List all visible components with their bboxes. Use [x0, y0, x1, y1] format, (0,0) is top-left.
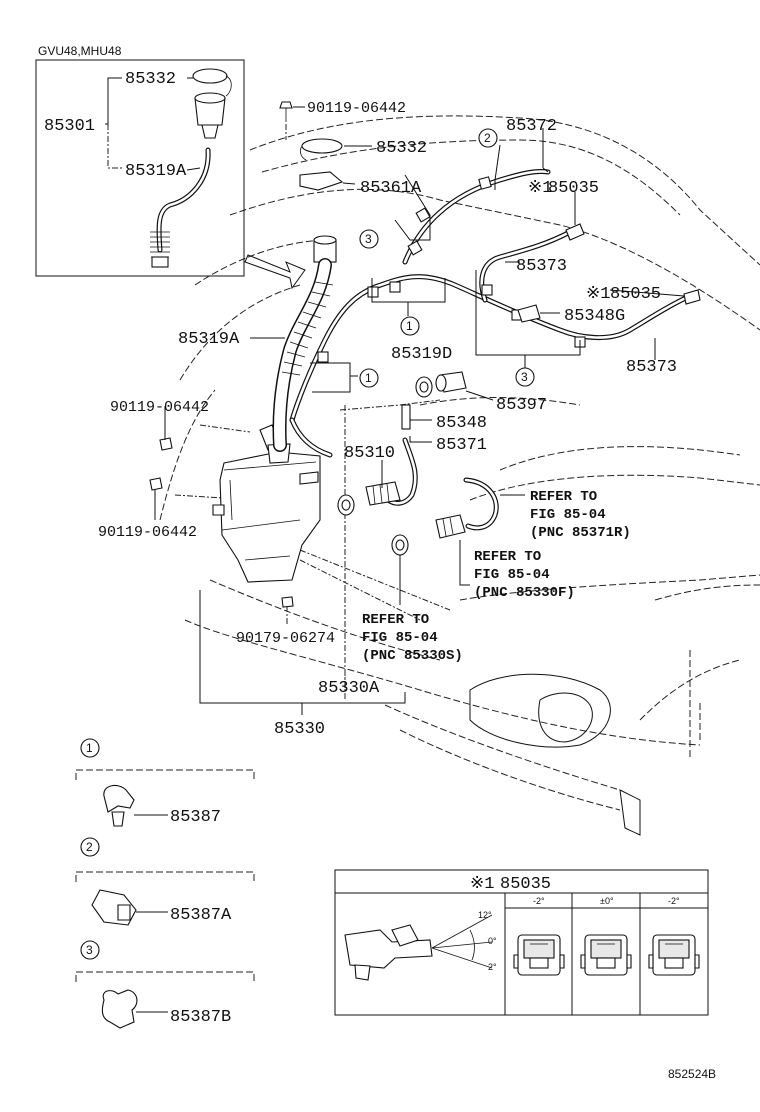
label-85397: 85397	[496, 396, 547, 415]
part-labels: 90119-06442 85332 85361A 85372 ※1 85035 …	[98, 100, 677, 739]
inset-box: GVU48,MHU48 85301 85332 85319A	[35, 44, 245, 277]
label-90119-06442-low: 90119-06442	[98, 524, 197, 541]
leader-lines	[154, 128, 685, 715]
label-85332-inset: 85332	[125, 70, 176, 89]
label-90119-06442-top: 90119-06442	[307, 100, 406, 117]
filler-parts	[279, 101, 372, 191]
svg-text:3: 3	[365, 232, 372, 246]
vehicle-body-outline	[159, 115, 760, 836]
refer-note-3-line2: FIG 85-04	[362, 630, 438, 646]
clip-legend: 1 85387 2 85387A 3 85387B	[75, 738, 255, 1029]
refer-note-1-line1: REFER TO	[530, 489, 597, 505]
clip-label-85387A: 85387A	[170, 906, 232, 925]
label-85319D: 85319D	[391, 345, 452, 364]
label-85319A-inset: 85319A	[125, 162, 187, 181]
cap-85332-inset	[192, 68, 228, 84]
cap-85332	[301, 138, 343, 154]
label-85348: 85348	[436, 414, 487, 433]
bolt-90119-low	[149, 477, 163, 491]
callouts: 2 3 1 1 3	[359, 128, 535, 388]
refer-note-2-line3: (PNC 85330F)	[474, 585, 575, 601]
refer-note-1-line3: (PNC 85371R)	[530, 525, 631, 541]
label-85373-a: 85373	[516, 257, 567, 276]
col-angle-2: ±0°	[600, 896, 614, 906]
angle-2: 2°	[488, 962, 497, 972]
bolt-90119-mid	[159, 437, 173, 451]
refer-note-1-line2: FIG 85-04	[530, 507, 606, 523]
svg-text:2: 2	[484, 131, 491, 145]
ref-mark-a: ※1	[528, 179, 552, 198]
washer-tank	[212, 424, 321, 583]
label-85348G: 85348G	[564, 307, 625, 326]
check-valve-85348	[401, 404, 411, 430]
model-note: GVU48,MHU48	[38, 44, 122, 58]
clip-callout-3: 3	[86, 943, 93, 957]
label-90119-06442-mid: 90119-06442	[110, 399, 209, 416]
label-85372: 85372	[506, 117, 557, 136]
label-85361A: 85361A	[360, 179, 422, 198]
svg-text:1: 1	[365, 371, 372, 385]
clip-callout-1: 1	[86, 741, 93, 755]
bracket-85361A	[299, 171, 344, 191]
label-85330: 85330	[274, 720, 325, 739]
refer-note-2-line2: FIG 85-04	[474, 567, 550, 583]
svg-text:3: 3	[521, 370, 528, 384]
bolt-90179	[281, 596, 294, 608]
washer-hoses	[289, 169, 701, 531]
label-85035-a: 85035	[548, 179, 599, 198]
table-ref-mark: ※1	[470, 875, 494, 894]
label-85373-b: 85373	[626, 358, 677, 377]
label-90179-06274: 90179-06274	[236, 630, 335, 647]
clip-label-85387: 85387	[170, 808, 221, 827]
refer-note-3-line3: (PNC 85330S)	[362, 648, 463, 664]
svg-text:1: 1	[406, 319, 413, 333]
refer-note-3-line1: REFER TO	[362, 612, 429, 628]
filler-hose-85319A	[250, 235, 337, 452]
angle-12: 12°	[478, 910, 492, 920]
clip-callout-2: 2	[86, 840, 93, 854]
clip-label-85387B: 85387B	[170, 1008, 231, 1027]
angle-0: 0°	[488, 936, 497, 946]
label-85330A: 85330A	[318, 679, 380, 698]
label-85319A: 85319A	[178, 330, 240, 349]
bolt-90119-top	[279, 101, 293, 109]
refer-note-2-line1: REFER TO	[474, 549, 541, 565]
refer-notes: REFER TO FIG 85-04 (PNC 85371R) REFER TO…	[362, 489, 631, 664]
label-85035-b: 85035	[610, 285, 661, 304]
label-85301: 85301	[44, 117, 95, 136]
nozzle-85035-b	[683, 289, 701, 305]
table-title-85035: 85035	[500, 875, 551, 894]
figure-number: 852524B	[668, 1067, 716, 1081]
col-angle-1: -2°	[533, 896, 545, 906]
ref-mark-b: ※1	[586, 285, 610, 304]
nozzle-85035-a	[565, 223, 585, 241]
clip-85387B-icon	[101, 989, 138, 1029]
nozzle-table: ※1 85035 -2° ±0° -2° 12° 0° 2°	[334, 869, 709, 1016]
clip-85387-icon	[103, 784, 135, 813]
label-85332: 85332	[376, 139, 427, 158]
small-parts	[149, 371, 467, 608]
label-85310: 85310	[344, 444, 395, 463]
col-angle-3: -2°	[668, 896, 680, 906]
label-85371: 85371	[436, 436, 487, 455]
connector-85348G	[517, 304, 541, 323]
